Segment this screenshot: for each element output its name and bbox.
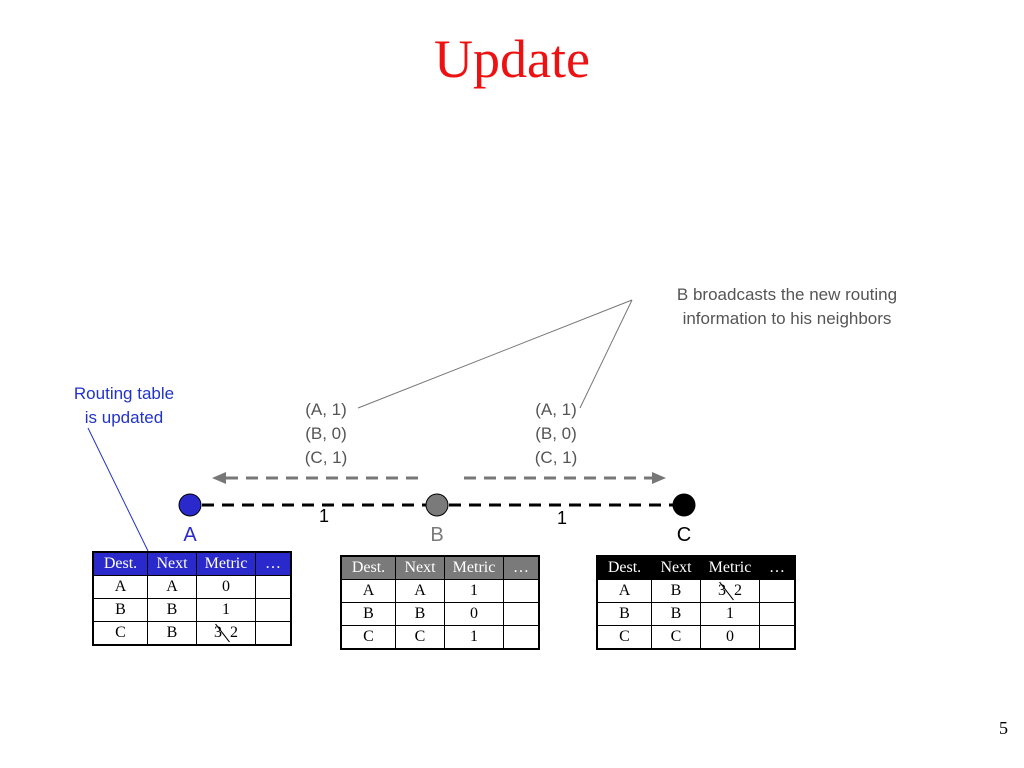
cell-dest: B (596, 602, 652, 626)
cell-dest: A (596, 579, 652, 603)
table-row: C C 0 (596, 625, 796, 650)
cell-metric: 1 (444, 579, 504, 603)
slide-title: Update (434, 29, 590, 89)
table-row: A A 0 (92, 575, 292, 599)
cell-more (255, 598, 292, 622)
callout-line-to-left-message (357, 299, 633, 409)
cell-dest: A (92, 575, 148, 599)
message-entry: (B, 0) (535, 424, 577, 443)
updated-annotation-line: Routing table (73, 384, 175, 403)
page-number: 5 (999, 718, 1008, 738)
callout-line-to-table-a (87, 427, 149, 552)
header-dest: Dest. (92, 551, 148, 576)
header-dest: Dest. (596, 555, 652, 580)
link-a-b-cost: 1 (318, 506, 329, 526)
header-more: … (759, 555, 796, 580)
header-more: … (503, 555, 540, 580)
header-more: … (255, 551, 292, 576)
message-to-a: (A, 1) (B, 0) (C, 1) (286, 398, 366, 470)
table-row: C C 1 (340, 625, 540, 650)
cell-next: A (395, 579, 445, 603)
node-c (672, 493, 696, 517)
table-row: B B 1 (92, 598, 292, 622)
broadcast-annotation-line: information to his neighbors (682, 309, 892, 328)
cell-more (759, 602, 796, 626)
header-metric: Metric (196, 551, 256, 576)
cell-metric: 0 (700, 625, 760, 650)
node-a-label: A (183, 524, 197, 546)
cell-more (759, 579, 796, 603)
broadcast-annotation: B broadcasts the new routing information… (632, 283, 942, 331)
cell-dest: B (340, 602, 396, 626)
message-entry: (A, 1) (305, 400, 347, 419)
header-next: Next (147, 551, 197, 576)
cell-next: C (651, 625, 701, 650)
cell-next: B (651, 579, 701, 603)
table-row: B B 0 (340, 602, 540, 626)
cell-more (759, 625, 796, 650)
cell-next: A (147, 575, 197, 599)
header-next: Next (395, 555, 445, 580)
table-header-row: Dest. Next Metric … (596, 555, 796, 580)
link-b-c-cost: 1 (556, 508, 567, 528)
cell-more (255, 621, 292, 646)
strike-mark (215, 623, 230, 643)
cell-next: B (651, 602, 701, 626)
updated-annotation: Routing table is updated (46, 382, 202, 430)
header-dest: Dest. (340, 555, 396, 580)
node-c-label: C (676, 524, 692, 546)
cell-next: B (395, 602, 445, 626)
metric-value: 3 2 (214, 624, 238, 641)
cell-more (503, 625, 540, 650)
table-row: C B 3 2 (92, 621, 292, 646)
cell-dest: C (340, 625, 396, 650)
cell-dest: B (92, 598, 148, 622)
message-entry: (A, 1) (535, 400, 577, 419)
message-entry: (B, 0) (305, 424, 347, 443)
cell-metric: 1 (700, 602, 760, 626)
strike-mark (719, 581, 734, 601)
cell-metric: 0 (444, 602, 504, 626)
cell-more (503, 602, 540, 626)
updated-annotation-line: is updated (84, 408, 164, 427)
cell-metric: 0 (196, 575, 256, 599)
table-header-row: Dest. Next Metric … (92, 551, 292, 576)
table-header-row: Dest. Next Metric … (340, 555, 540, 580)
message-entry: (C, 1) (304, 448, 348, 467)
arrowhead-right (652, 472, 666, 484)
header-metric: Metric (444, 555, 504, 580)
cell-next: C (395, 625, 445, 650)
cell-metric: 1 (444, 625, 504, 650)
table-row: A A 1 (340, 579, 540, 603)
node-a (178, 493, 202, 517)
cell-dest: C (596, 625, 652, 650)
cell-metric-updated: 3 2 (196, 621, 256, 646)
message-to-c: (A, 1) (B, 0) (C, 1) (516, 398, 596, 470)
header-next: Next (651, 555, 701, 580)
cell-dest: C (92, 621, 148, 646)
cell-dest: A (340, 579, 396, 603)
cell-next: B (147, 598, 197, 622)
table-row: A B 3 2 (596, 579, 796, 603)
arrowhead-left (212, 472, 226, 484)
table-row: B B 1 (596, 602, 796, 626)
routing-table-a: Dest. Next Metric … A A 0 B B 1 C B 3 2 (92, 551, 292, 646)
node-b-label: B (430, 524, 444, 546)
message-entry: (C, 1) (534, 448, 578, 467)
header-metric: Metric (700, 555, 760, 580)
cell-next: B (147, 621, 197, 646)
cell-more (503, 579, 540, 603)
callout-line-to-right-message (579, 299, 633, 409)
routing-table-c: Dest. Next Metric … A B 3 2 B B 1 C C 0 (596, 555, 796, 650)
cell-metric-updated: 3 2 (700, 579, 760, 603)
cell-metric: 1 (196, 598, 256, 622)
routing-table-b: Dest. Next Metric … A A 1 B B 0 C C 1 (340, 555, 540, 650)
node-b (425, 493, 449, 517)
broadcast-annotation-line: B broadcasts the new routing (676, 285, 898, 304)
metric-value: 3 2 (718, 582, 742, 599)
cell-more (255, 575, 292, 599)
